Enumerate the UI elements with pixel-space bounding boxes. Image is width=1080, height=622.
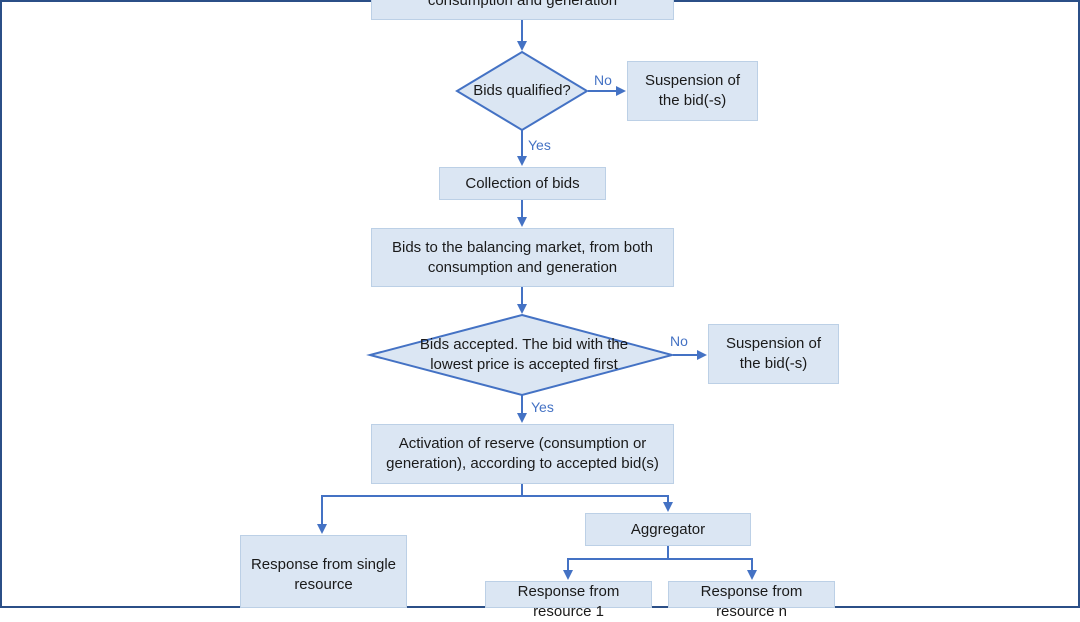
collection-box-label: Collection of bids [465, 174, 580, 192]
decision-accepted-label: Bids accepted. The bid with the lowest p… [410, 335, 638, 375]
decision-qualified-text: Bids qualified? [473, 82, 571, 99]
response-n-box: Response from resource n [668, 581, 835, 620]
aggregator-box-label: Aggregator [630, 520, 706, 538]
decision-diamond-qualified [455, 50, 589, 132]
response-n-box-label: Response from resource n [700, 583, 803, 620]
yes-label-2: Yes [531, 399, 554, 415]
arrow-aggregator-to-response-1 [563, 546, 669, 580]
bids-market-box: Bids to the balancing market, from both … [371, 228, 674, 287]
suspension-box-1-label: Suspension of the bid(-s) [644, 72, 741, 109]
process-box-top: consumption and generation [371, 0, 674, 20]
no-label-2: No [670, 333, 688, 349]
arrow-aggregator-to-response-n [668, 558, 757, 580]
aggregator-box: Aggregator [585, 513, 751, 546]
collection-box: Collection of bids [439, 167, 606, 200]
response-1-box: Response from resource 1 [485, 581, 652, 620]
process-box-top-label: consumption and generation [427, 0, 618, 9]
response-1-box-label: Response from resource 1 [517, 583, 620, 620]
response-single-box: Response from single resource [240, 535, 407, 608]
activation-box-label: Activation of reserve (consumption or ge… [386, 435, 659, 472]
response-single-box-label: Response from single resource [250, 556, 397, 593]
decision-qualified-label: Bids qualified? [457, 80, 587, 102]
decision-accepted-text: Bids accepted. The bid with the lowest p… [419, 336, 629, 373]
no-label-1: No [594, 72, 612, 88]
suspension-box-2-label: Suspension of the bid(-s) [725, 335, 822, 372]
connectors [317, 20, 757, 580]
arrow-activation-to-aggregator [522, 495, 673, 512]
yes-label-1: Yes [528, 137, 551, 153]
activation-box: Activation of reserve (consumption or ge… [371, 424, 674, 484]
suspension-box-2: Suspension of the bid(-s) [708, 324, 839, 384]
bids-market-box-label: Bids to the balancing market, from both … [392, 238, 653, 276]
arrow-activation-to-single [317, 484, 523, 534]
suspension-box-1: Suspension of the bid(-s) [627, 61, 758, 121]
decision-diamond-accepted [366, 313, 676, 397]
